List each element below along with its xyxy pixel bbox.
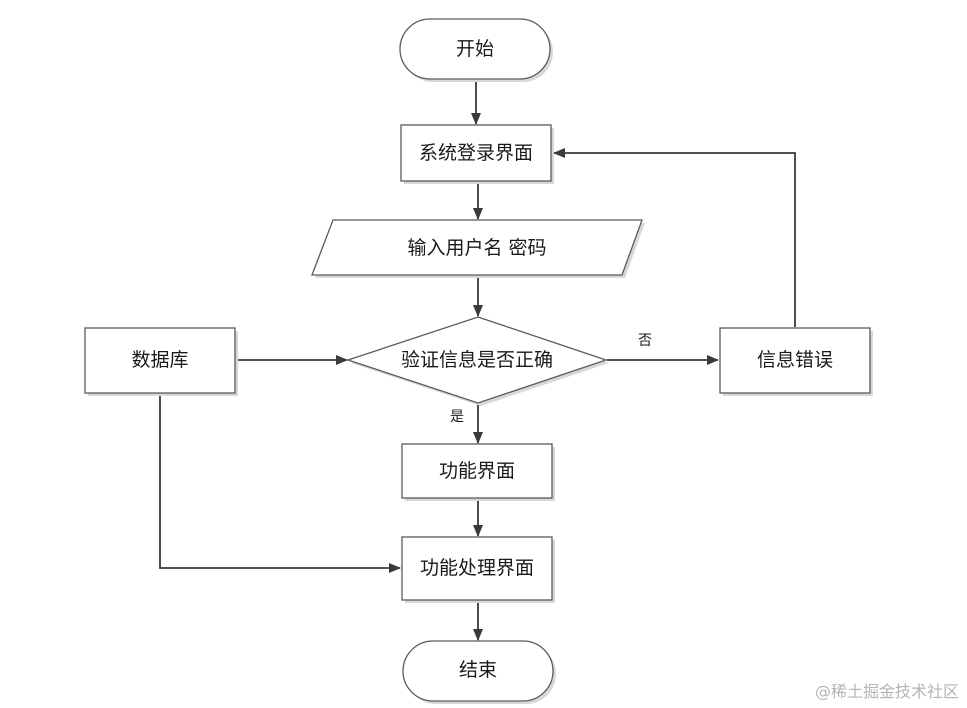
nodes: 开始 系统登录界面 输入用户名 密码 验证信息是否正确 数据库 xyxy=(84,18,873,704)
edges: 否 是 xyxy=(159,80,796,641)
node-check: 验证信息是否正确 xyxy=(345,316,609,406)
node-process-label: 功能处理界面 xyxy=(420,557,534,579)
node-process: 功能处理界面 xyxy=(401,536,555,603)
node-input-label: 输入用户名 密码 xyxy=(407,237,546,259)
watermark-text: @稀土掘金技术社区 xyxy=(814,682,959,701)
node-login: 系统登录界面 xyxy=(400,124,554,184)
node-end-label: 结束 xyxy=(459,659,497,681)
edge-error-to-login xyxy=(553,148,796,327)
node-function-label: 功能界面 xyxy=(439,460,515,482)
node-end: 结束 xyxy=(402,640,556,704)
node-function: 功能界面 xyxy=(401,443,555,501)
edge-database-to-process xyxy=(159,393,401,573)
edge-label-yes: 是 xyxy=(450,409,464,425)
node-database-label: 数据库 xyxy=(131,349,188,371)
node-input: 输入用户名 密码 xyxy=(311,219,645,278)
node-start: 开始 xyxy=(399,18,553,82)
node-start-label: 开始 xyxy=(456,38,494,60)
node-error-label: 信息错误 xyxy=(757,349,833,371)
node-check-label: 验证信息是否正确 xyxy=(401,349,553,371)
node-error: 信息错误 xyxy=(719,327,873,396)
node-login-label: 系统登录界面 xyxy=(419,142,533,164)
edge-label-no: 否 xyxy=(638,333,652,349)
node-database: 数据库 xyxy=(84,327,238,396)
